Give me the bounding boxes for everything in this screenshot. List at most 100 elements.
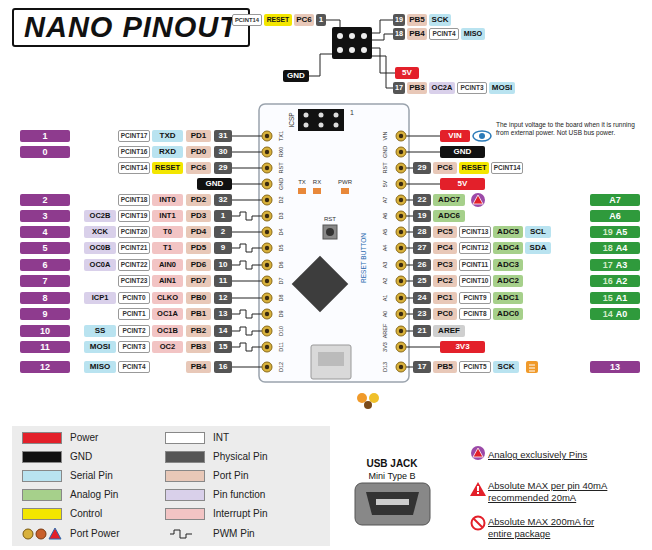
- pcint-tag: PCINT3: [118, 341, 150, 353]
- physical-pin-tag: 26: [413, 259, 431, 271]
- pin-label: 13: [219, 308, 228, 320]
- interrupt-tag: OC2: [152, 341, 183, 353]
- leader-line: [232, 281, 262, 282]
- pin-label: 13: [610, 361, 620, 373]
- pin-label: 29: [418, 162, 427, 174]
- pin-pad: [262, 243, 272, 253]
- board-label: RESET BUTTON: [361, 233, 368, 283]
- pin-hole: [265, 279, 269, 283]
- power-tag: 5V: [395, 67, 419, 79]
- pin-pad: [396, 293, 406, 303]
- silkscreen-label: A2: [383, 278, 389, 285]
- arduino-pin-tag: 14A0: [590, 308, 640, 320]
- serial-pin-tag: MOSI: [489, 82, 515, 94]
- pin-label: PCINT1: [122, 308, 145, 320]
- pin-label: 15: [603, 292, 613, 304]
- pin-label: PCINT16: [121, 146, 148, 158]
- legend-text: INT: [213, 431, 229, 445]
- legend-text: Absolute MAX per pin 40mA recommended 20…: [488, 480, 618, 504]
- pin-label: MOSI: [492, 82, 512, 94]
- pcint-tag: PCINT5: [459, 361, 491, 373]
- callout-number: 5: [20, 242, 70, 254]
- nano-board: [259, 104, 409, 382]
- silkscreen-label: AREF: [383, 324, 389, 339]
- callout-number: 3: [20, 210, 70, 222]
- arduino-pin-tag: 16A2: [590, 275, 640, 287]
- legend-panel: [12, 426, 330, 546]
- diagram-title: NANO PINOUT: [12, 8, 250, 47]
- pin-label: 17: [603, 259, 613, 271]
- pin-label: 31: [219, 130, 228, 142]
- pwm-symbol: [236, 310, 258, 318]
- pin-pad: [396, 326, 406, 336]
- pin-hole: [399, 230, 403, 234]
- pin-label: PB0: [191, 292, 207, 304]
- pin-label: PB3: [191, 341, 207, 353]
- pin-hole: [265, 150, 269, 154]
- silkscreen-label: D2: [279, 196, 285, 203]
- physical-pin-tag: 23: [413, 308, 431, 320]
- leader-line: [232, 367, 262, 368]
- pin-label: 26: [418, 259, 427, 271]
- leader-line: [406, 281, 413, 282]
- port-pin-tag: PC6: [294, 14, 314, 26]
- gnd-tag: GND: [283, 70, 309, 82]
- legend-swatch: [165, 508, 205, 520]
- pin-label: PB1: [191, 308, 207, 320]
- pin-label: ADC6: [438, 210, 460, 222]
- callout-number: 8: [20, 292, 70, 304]
- pin-hole: [265, 134, 269, 138]
- silkscreen-label: D9: [279, 310, 285, 317]
- pin-hole: [399, 296, 403, 300]
- serial-pin-tag: MISO: [84, 361, 116, 373]
- pin-label: PC6: [296, 14, 312, 26]
- pin-hole: [265, 198, 269, 202]
- serial-pin-tag: SCL: [525, 226, 551, 238]
- serial-pin-tag: MISO: [461, 28, 485, 40]
- pin-label: 7: [42, 275, 47, 287]
- interrupt-tag: INT1: [152, 210, 183, 222]
- pin-label: AIN1: [159, 275, 176, 287]
- physical-pin-tag: 10: [214, 259, 232, 271]
- arduino-pin-tag: 19A5: [590, 226, 640, 238]
- pin-pad: [262, 211, 272, 221]
- callout-number: 1: [20, 130, 70, 142]
- pin-label: A5: [616, 226, 628, 238]
- port-pin-tag: PC0: [433, 308, 457, 320]
- pin-hole: [399, 166, 403, 170]
- silkscreen-label: D7: [279, 277, 285, 284]
- legend-text: Analog exclusively Pins: [488, 449, 638, 461]
- serial-pin-tag: SCK: [429, 14, 451, 26]
- pin-pad: [396, 195, 406, 205]
- pin-label: A6: [609, 210, 621, 222]
- pin-label: PD4: [191, 226, 207, 238]
- leader-line: [406, 168, 413, 169]
- pin-label: A0: [616, 308, 628, 320]
- usb-jack-label: Mini Type B: [369, 472, 416, 481]
- pin-label: RESET: [267, 14, 290, 26]
- aref-tag: AREF: [433, 325, 465, 337]
- port-pin-tag: PC6: [433, 162, 457, 174]
- silkscreen-label: D8: [279, 294, 285, 301]
- legend-swatch: [22, 489, 62, 501]
- pin-label: PB2: [191, 325, 207, 337]
- pin-label: 8: [42, 292, 47, 304]
- pin-label: PCINT18: [121, 194, 148, 206]
- pwm-symbol: [236, 244, 258, 252]
- pin-label: OC1A: [157, 308, 178, 320]
- interrupt-tag: AIN1: [152, 275, 183, 287]
- usb-jack-label: USB JACK: [366, 459, 417, 469]
- analog-pin-tag: ADC0: [493, 308, 523, 320]
- physical-pin-tag: 22: [413, 194, 431, 206]
- status-icons: [357, 131, 538, 409]
- pin-label: MOSI: [90, 341, 110, 353]
- pin-label: RESET: [461, 162, 486, 174]
- pin-label: CLKO: [157, 292, 178, 304]
- physical-pin-tag: 29: [214, 162, 232, 174]
- pin-label: PCINT12: [462, 242, 489, 254]
- pin-hole: [265, 182, 269, 186]
- pin-label: 19: [418, 210, 427, 222]
- port-pin-tag: PB1: [186, 308, 211, 320]
- pin-label: OC0A: [90, 259, 111, 271]
